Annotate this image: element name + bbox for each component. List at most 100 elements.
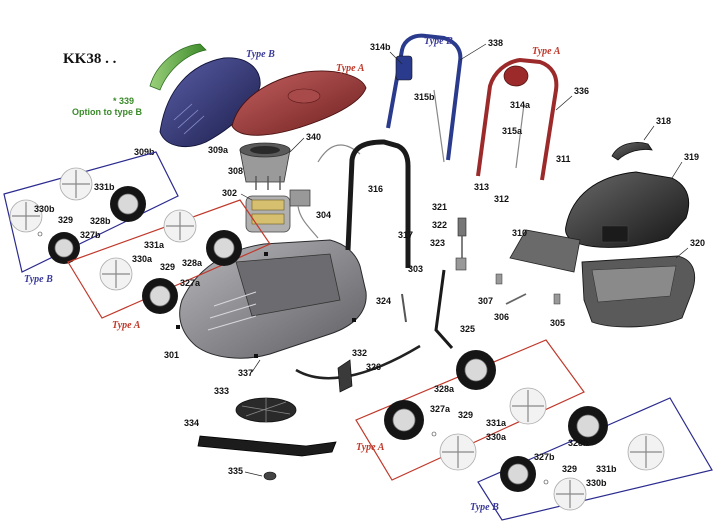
type-b-label-box-tl: Type B — [24, 274, 53, 285]
blade-334 — [197, 435, 337, 457]
label-329-ml: 329 — [160, 262, 175, 272]
label-325: 325 — [460, 324, 475, 334]
label-330b-bottom: 330b — [586, 478, 607, 488]
label-339: * 339 — [113, 96, 134, 106]
label-313: 313 — [474, 182, 489, 192]
label-306: 306 — [494, 312, 509, 322]
label-321: 321 — [432, 202, 447, 212]
label-309a: 309a — [208, 145, 229, 155]
label-303: 303 — [408, 264, 423, 274]
part-305 — [553, 293, 561, 305]
label-310: 310 — [512, 228, 527, 238]
label-327b-top: 327b — [80, 230, 101, 240]
label-301: 301 — [164, 350, 179, 360]
hubcap-331b-bottom — [627, 433, 665, 471]
label-328a-bottom: 328a — [434, 384, 455, 394]
marker-square — [254, 354, 258, 358]
label-327b-bottom: 327b — [534, 452, 555, 462]
type-a-label-hood: Type A — [336, 63, 365, 74]
type-a-label-box-ml: Type A — [112, 320, 141, 331]
label-331b-bottom: 331b — [596, 464, 617, 474]
wheel-328b-bottom — [568, 406, 608, 446]
label-329-br: 329 — [562, 464, 577, 474]
label-308: 308 — [228, 166, 243, 176]
marker-square — [352, 318, 356, 322]
motor-302 — [245, 195, 291, 233]
label-315a: 315a — [502, 126, 523, 136]
diagram-title: KK38 . . — [63, 51, 117, 67]
type-a-label-handle: Type A — [532, 46, 561, 57]
label-337: 337 — [238, 368, 253, 378]
hubcap-330a-top — [99, 257, 133, 291]
type-a-label-box-bc: Type A — [356, 442, 385, 453]
label-338: 338 — [488, 38, 503, 48]
wheel-328a-top — [206, 230, 242, 266]
wheel-328b-top — [110, 186, 146, 222]
label-328a-top: 328a — [182, 258, 203, 268]
part-324 — [401, 293, 407, 323]
axle-326 — [295, 344, 421, 380]
label-317: 317 — [398, 230, 413, 240]
label-304: 304 — [316, 210, 331, 220]
label-330a-bottom: 330a — [486, 432, 507, 442]
label-336: 336 — [574, 86, 589, 96]
hubcap-330b-top — [9, 199, 43, 233]
deck-301 — [179, 239, 367, 359]
motor-cover-340 — [239, 142, 291, 183]
flap-310 — [509, 229, 581, 273]
label-327a-top: 327a — [180, 278, 201, 288]
label-328b-top: 328b — [90, 216, 111, 226]
label-329-bc: 329 — [458, 410, 473, 420]
switch-box-304 — [289, 189, 319, 239]
washer-329 — [431, 431, 437, 437]
wheel-327a-top — [142, 278, 178, 314]
hood-309a — [231, 70, 367, 136]
rod-306 — [505, 293, 527, 305]
label-316: 316 — [368, 184, 383, 194]
label-312: 312 — [494, 194, 509, 204]
label-340: 340 — [306, 132, 321, 142]
label-331a-top: 331a — [144, 240, 165, 250]
hubcap-330a-bottom — [439, 433, 477, 471]
label-330a-top: 330a — [132, 254, 153, 264]
marker-square — [264, 252, 268, 256]
wheel-set-box-top-type-b — [3, 151, 179, 273]
hubcap-331b-top — [59, 167, 93, 201]
grassbox-bottom-320 — [581, 255, 696, 328]
carry-handle-318 — [611, 142, 653, 161]
label-314b: 314b — [370, 42, 391, 52]
upper-handle-314a — [476, 57, 559, 181]
screws-308 — [255, 176, 281, 190]
washer-329 — [37, 231, 43, 237]
wheel-328a-bottom — [456, 350, 496, 390]
type-b-label-hood: Type B — [246, 49, 275, 60]
label-315b: 315b — [414, 92, 435, 102]
label-319: 319 — [684, 152, 699, 162]
label-326: 326 — [366, 362, 381, 372]
label-328b-bottom: 328b — [568, 438, 589, 448]
wheel-327b-top — [48, 232, 80, 264]
washer-329 — [543, 479, 549, 485]
label-335: 335 — [228, 466, 243, 476]
label-324: 324 — [376, 296, 391, 306]
label-318: 318 — [656, 116, 671, 126]
hubcap-330b-bottom — [553, 477, 587, 511]
label-323: 323 — [430, 238, 445, 248]
wheel-327a-bottom — [384, 400, 424, 440]
part-307 — [495, 273, 503, 285]
height-lever-321-323 — [455, 217, 467, 271]
label-320: 320 — [690, 238, 705, 248]
lower-handle-316 — [345, 139, 411, 268]
label-333: 333 — [214, 386, 229, 396]
grassbox-top-319 — [565, 171, 690, 248]
hood-309b — [159, 57, 261, 148]
label-307: 307 — [478, 296, 493, 306]
label-309b: 309b — [134, 147, 155, 157]
type-b-label-box-br: Type B — [470, 502, 499, 513]
label-305: 305 — [550, 318, 565, 328]
label-332: 332 — [352, 348, 367, 358]
label-314a: 314a — [510, 100, 531, 110]
label-334: 334 — [184, 418, 199, 428]
